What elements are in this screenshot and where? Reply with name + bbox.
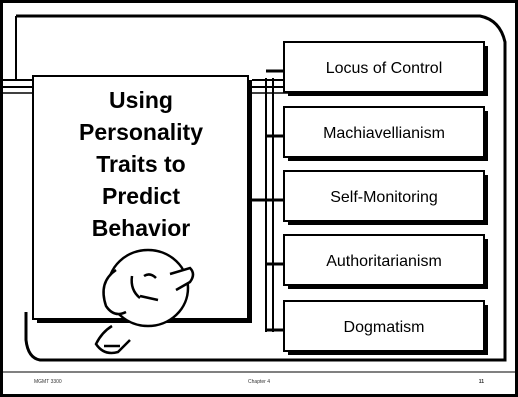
- trait-box: Dogmatism: [266, 300, 488, 355]
- trait-label: Self-Monitoring: [330, 189, 438, 206]
- trait-box: Machiavellianism: [266, 106, 488, 161]
- trait-box: Self-Monitoring: [266, 170, 488, 225]
- title-line: Personality: [79, 119, 203, 145]
- trait-box: Authoritarianism: [266, 234, 488, 289]
- pointing-cartoon-character-icon: [94, 248, 195, 355]
- footer-left: MGMT 3300: [34, 379, 62, 385]
- trait-box: Locus of Control: [266, 41, 488, 96]
- title-line: Behavior: [92, 215, 190, 241]
- trait-label: Locus of Control: [326, 60, 443, 77]
- title-line: Traits to: [96, 151, 185, 177]
- trait-label: Machiavellianism: [323, 125, 445, 142]
- footer-center: Chapter 4: [248, 379, 270, 385]
- inner-frame: [16, 14, 507, 362]
- title-line: Using: [109, 87, 173, 113]
- footer-page-number: 11: [479, 379, 485, 385]
- trait-label: Authoritarianism: [326, 253, 442, 270]
- title-text-group: Using Personality Traits to Predict Beha…: [79, 87, 203, 241]
- trait-label: Dogmatism: [344, 319, 425, 336]
- title-line: Predict: [102, 183, 180, 209]
